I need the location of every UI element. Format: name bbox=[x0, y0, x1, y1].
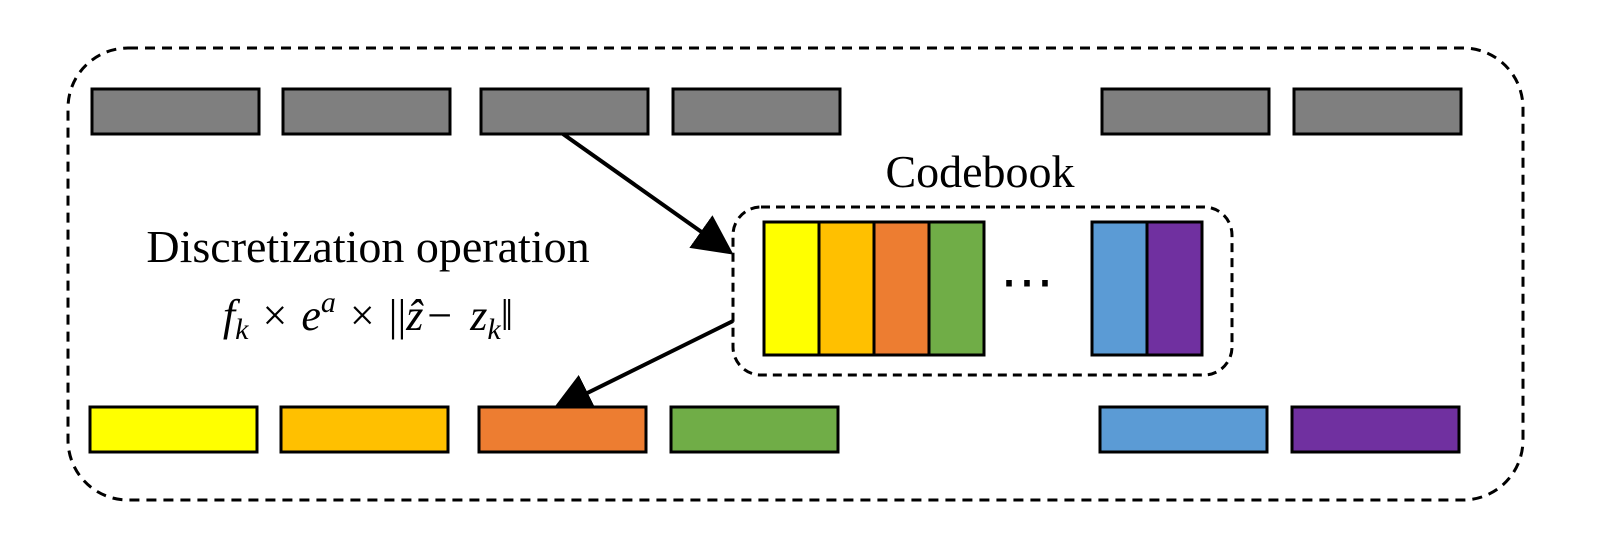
formula-z: z bbox=[469, 291, 487, 340]
formula-minus: − bbox=[427, 291, 452, 340]
operation-title: Discretization operation bbox=[146, 221, 589, 272]
codebook-entry-yellow bbox=[762, 220, 821, 357]
codebook-entry-amber bbox=[817, 220, 876, 357]
operation-formula: fk×ea×||ẑ−zk‖ bbox=[223, 286, 513, 346]
codebook-entry-orange bbox=[872, 220, 931, 357]
formula-times-1: × bbox=[262, 291, 287, 340]
input-token bbox=[90, 87, 261, 136]
input-token bbox=[1292, 87, 1463, 136]
formula-z-hat: ẑ bbox=[405, 291, 424, 340]
codebook-entry-blue bbox=[1090, 220, 1149, 357]
input-token bbox=[281, 87, 452, 136]
output-token-purple bbox=[1290, 405, 1461, 454]
output-token-yellow bbox=[88, 405, 259, 454]
codebook-entry-purple bbox=[1145, 220, 1204, 357]
input-token bbox=[671, 87, 842, 136]
input-token-row bbox=[90, 87, 1463, 136]
arrow-codebook-to-output bbox=[551, 319, 734, 411]
codebook-container bbox=[731, 205, 1234, 377]
formula-norm-open: || bbox=[389, 291, 407, 340]
formula-times-2: × bbox=[350, 291, 375, 340]
formula-e: e bbox=[301, 291, 321, 340]
formula-norm-close: ‖ bbox=[501, 291, 513, 340]
input-token bbox=[479, 87, 650, 136]
codebook-entries bbox=[762, 220, 1204, 357]
formula-f-subscript: k bbox=[235, 313, 249, 346]
output-token-row bbox=[88, 405, 1461, 454]
outer-container bbox=[66, 46, 1525, 502]
formula-z-subscript: k bbox=[487, 313, 501, 346]
output-token-green bbox=[669, 405, 840, 454]
codebook-entry-green bbox=[927, 220, 986, 357]
output-token-amber bbox=[279, 405, 450, 454]
codebook-ellipsis: ⋯ bbox=[1000, 252, 1054, 312]
codebook-label: Codebook bbox=[885, 146, 1074, 197]
input-token bbox=[1100, 87, 1271, 136]
arrow-input-to-codebook bbox=[561, 132, 734, 255]
output-token-blue bbox=[1098, 405, 1269, 454]
formula-e-superscript: a bbox=[321, 286, 336, 319]
output-token-orange bbox=[477, 405, 648, 454]
